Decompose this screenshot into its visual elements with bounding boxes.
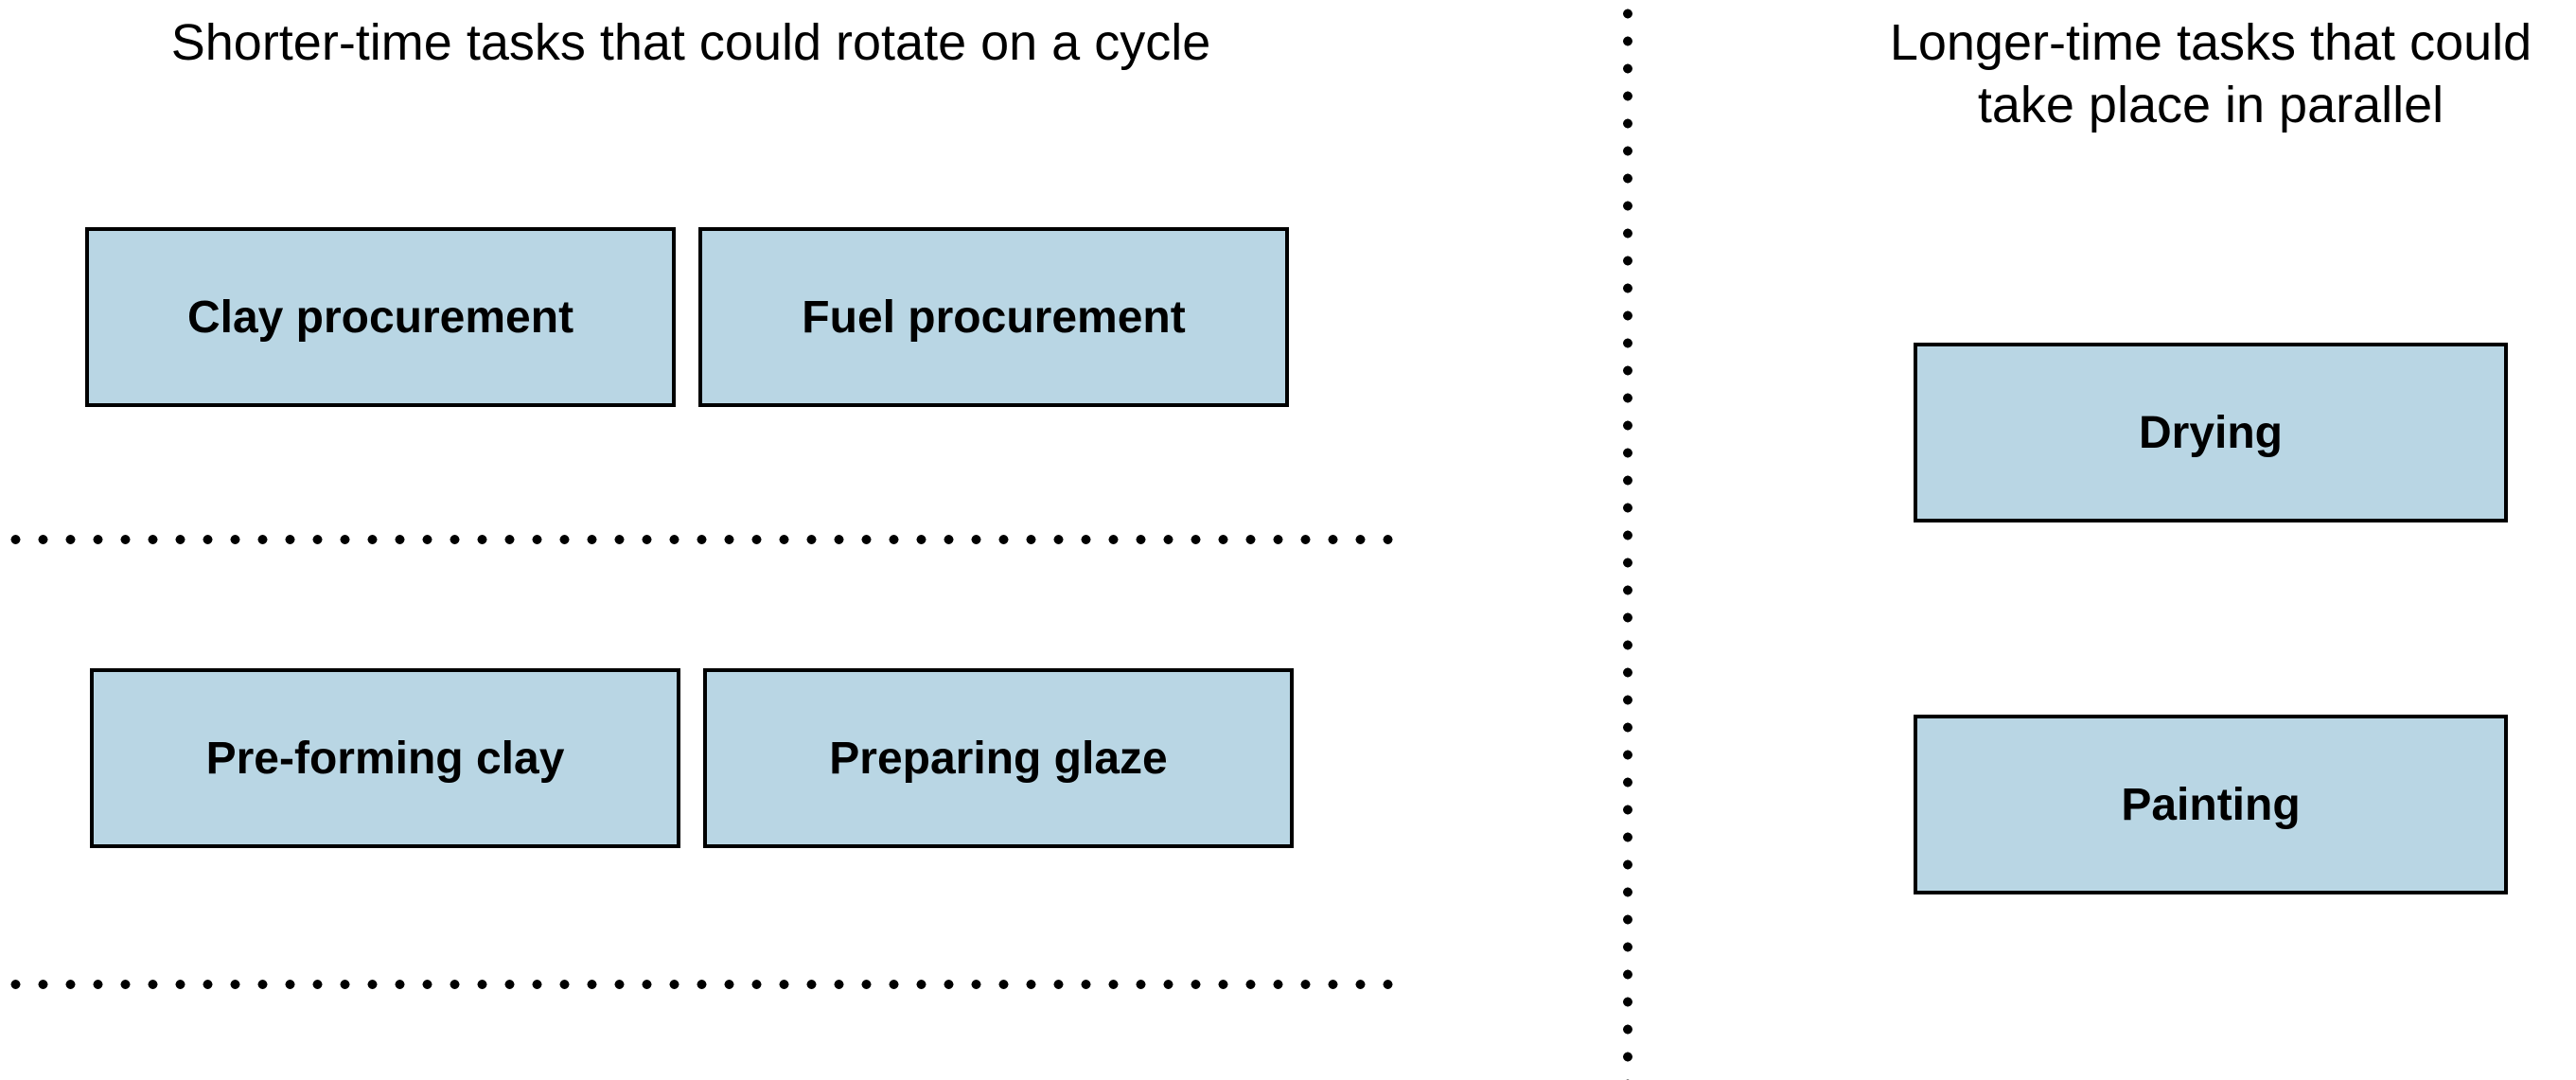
task-box-painting: Painting [1914, 715, 2508, 894]
right-section-title-line2: take place in parallel [1977, 77, 2444, 133]
horizontal-dotted-divider-1 [2, 535, 1403, 544]
task-box-fuel-procurement: Fuel procurement [698, 227, 1289, 407]
horizontal-dotted-divider-2 [2, 980, 1403, 989]
left-section-title: Shorter-time tasks that could rotate on … [170, 14, 1211, 71]
task-box-pre-forming-clay: Pre-forming clay [90, 668, 680, 848]
task-box-clay-procurement: Clay procurement [85, 227, 676, 407]
right-section-title: Longer-time tasks that could take place … [1845, 11, 2576, 136]
vertical-dotted-divider [1623, 0, 1632, 1080]
right-section-title-line1: Longer-time tasks that could [1889, 14, 2532, 71]
task-box-drying: Drying [1914, 343, 2508, 522]
task-box-preparing-glaze: Preparing glaze [703, 668, 1294, 848]
